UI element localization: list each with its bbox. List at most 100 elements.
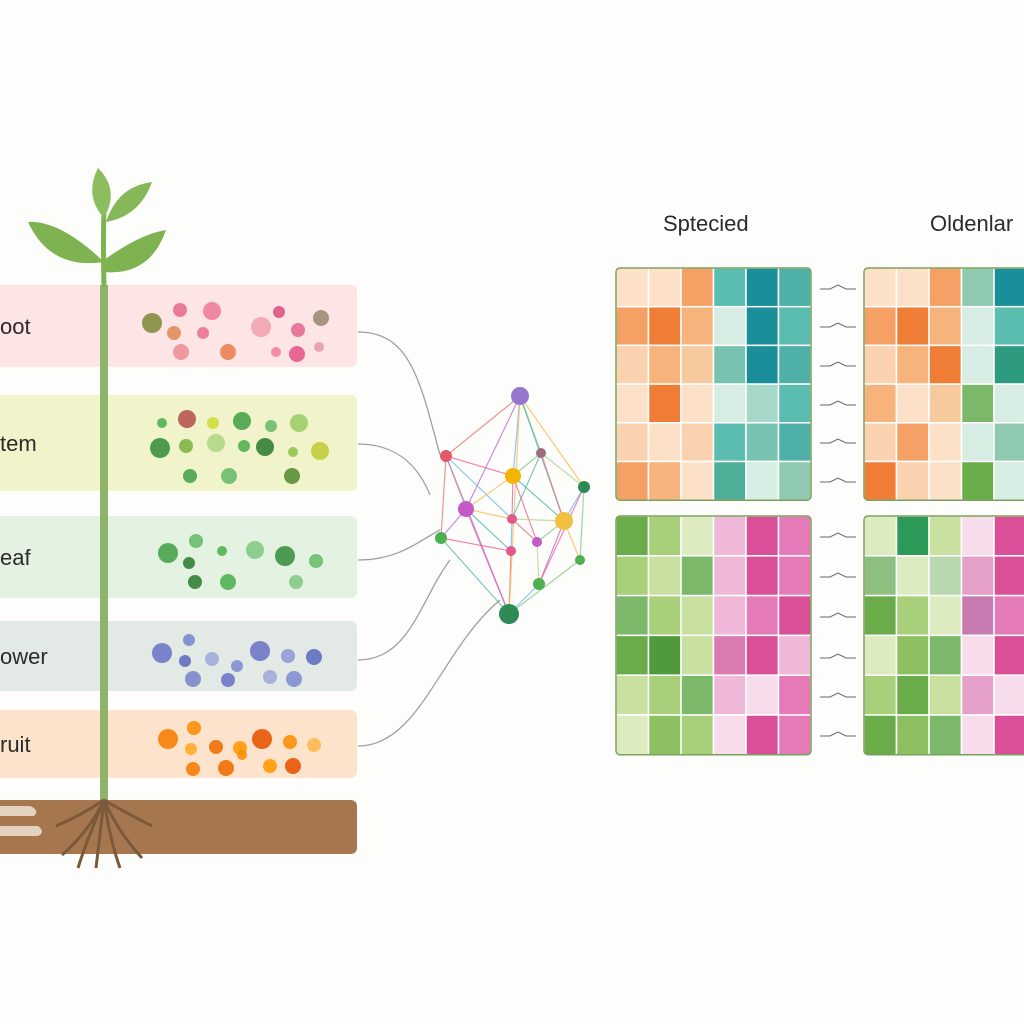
- heatmap-cell: [680, 267, 715, 308]
- heatmap-cell: [647, 594, 682, 637]
- panel-title-left: Sptecied: [663, 211, 749, 236]
- tissue-label: ruit: [0, 732, 31, 757]
- heatmap-cell: [712, 634, 747, 676]
- heatmap-cell: [777, 515, 812, 557]
- plant-root: [102, 799, 144, 860]
- metabolite-dot: [291, 323, 305, 337]
- network-edge: [540, 452, 585, 488]
- heatmap-cell: [680, 344, 715, 385]
- heatmap-cell: [960, 714, 995, 756]
- metabolite-dot: [189, 534, 203, 548]
- heatmap-cell: [928, 674, 963, 716]
- metabolite-dot: [179, 655, 191, 667]
- metabolite-dot: [217, 546, 227, 556]
- heatmap-cell: [895, 555, 930, 597]
- heatmap-cell: [712, 383, 747, 424]
- network-edge: [512, 475, 565, 522]
- network-edge: [445, 455, 514, 477]
- heatmap-cell: [712, 594, 747, 637]
- heatmap-cell: [960, 555, 995, 597]
- panel-link-arrow: [820, 284, 856, 290]
- tissue-band-background: [0, 621, 357, 691]
- heatmap-cell: [993, 305, 1024, 347]
- tissue-band-tem: tem: [0, 395, 357, 491]
- metabolite-dot: [221, 673, 235, 687]
- network-node: [575, 555, 585, 565]
- metabolite-dot: [185, 743, 197, 755]
- tissue-label: tem: [0, 431, 37, 456]
- network-node: [536, 448, 546, 458]
- heatmap-top-left: [615, 267, 812, 501]
- heatmap-cell: [647, 555, 682, 597]
- network-edge: [536, 541, 540, 585]
- panel-title-right: Oldenlar: [930, 211, 1014, 236]
- metabolite-dot: [251, 317, 271, 337]
- plant-illustration: [0, 168, 357, 869]
- heatmap-cell: [712, 305, 747, 347]
- metabolite-dot: [158, 729, 178, 749]
- metabolite-dot: [311, 442, 329, 460]
- heatmap-cell: [960, 515, 995, 557]
- heatmap-bottom-right: [863, 515, 1024, 756]
- panel-link-arrow: [820, 361, 856, 367]
- heatmap-cell: [928, 634, 963, 676]
- heatmap-cell: [863, 344, 898, 385]
- heatmap-cell: [680, 714, 715, 756]
- heatmap-cell: [680, 594, 715, 637]
- metabolite-dot: [173, 344, 189, 360]
- heatmap-cell: [960, 267, 995, 308]
- heatmap-cell: [960, 383, 995, 424]
- heatmap-cell: [777, 594, 812, 637]
- connector-line: [357, 529, 441, 561]
- heatmap-cell: [647, 460, 682, 501]
- metabolite-dot: [178, 410, 196, 428]
- heatmap-cell: [745, 674, 780, 716]
- heatmap-cell: [777, 267, 812, 308]
- heatmap-cell: [863, 383, 898, 424]
- metabolite-dot: [288, 447, 298, 457]
- heatmap-cell: [680, 555, 715, 597]
- heatmap-frame: [863, 267, 1024, 501]
- heatmap-cell: [960, 305, 995, 347]
- panel-link-arrow: [820, 438, 856, 444]
- network-edge: [465, 395, 521, 510]
- heatmap-cell: [615, 305, 650, 347]
- heatmap-cell: [777, 674, 812, 716]
- plant-root: [76, 799, 106, 869]
- metabolite-dot: [183, 469, 197, 483]
- heatmap-cell: [928, 422, 963, 463]
- metabolite-dot: [179, 439, 193, 453]
- plant-bud-left: [92, 168, 111, 218]
- metabolite-dot: [286, 671, 302, 687]
- tissue-band-background: [0, 395, 357, 491]
- plant-leaf-right: [104, 230, 166, 273]
- heatmap-cell: [993, 674, 1024, 716]
- heatmap-cell: [680, 634, 715, 676]
- metabolite-dot: [256, 438, 274, 456]
- metabolite-dot: [220, 574, 236, 590]
- network-edge: [445, 455, 510, 615]
- metabolite-dot: [289, 575, 303, 589]
- heatmap-cell: [777, 555, 812, 597]
- heatmap-cell: [615, 515, 650, 557]
- heatmap-cell: [863, 674, 898, 716]
- network-node: [499, 604, 519, 624]
- plant-root: [103, 798, 153, 828]
- metabolite-dot: [271, 347, 281, 357]
- soil-highlight: [0, 806, 42, 836]
- heatmap-cell: [777, 634, 812, 676]
- heatmap-cell: [895, 674, 930, 716]
- heatmap-cell: [928, 555, 963, 597]
- heatmap-cell: [745, 714, 780, 756]
- metabolite-dot: [307, 738, 321, 752]
- metabolite-dot: [197, 327, 209, 339]
- metabolite-dot: [238, 440, 250, 452]
- heatmap-cell: [615, 460, 650, 501]
- network-edge: [511, 452, 542, 520]
- panel-link-arrow: [820, 532, 856, 538]
- metabolite-dot: [187, 721, 201, 735]
- heatmap-cell: [647, 634, 682, 676]
- heatmap-cell: [777, 460, 812, 501]
- heatmap-cell: [680, 383, 715, 424]
- heatmap-cell: [863, 422, 898, 463]
